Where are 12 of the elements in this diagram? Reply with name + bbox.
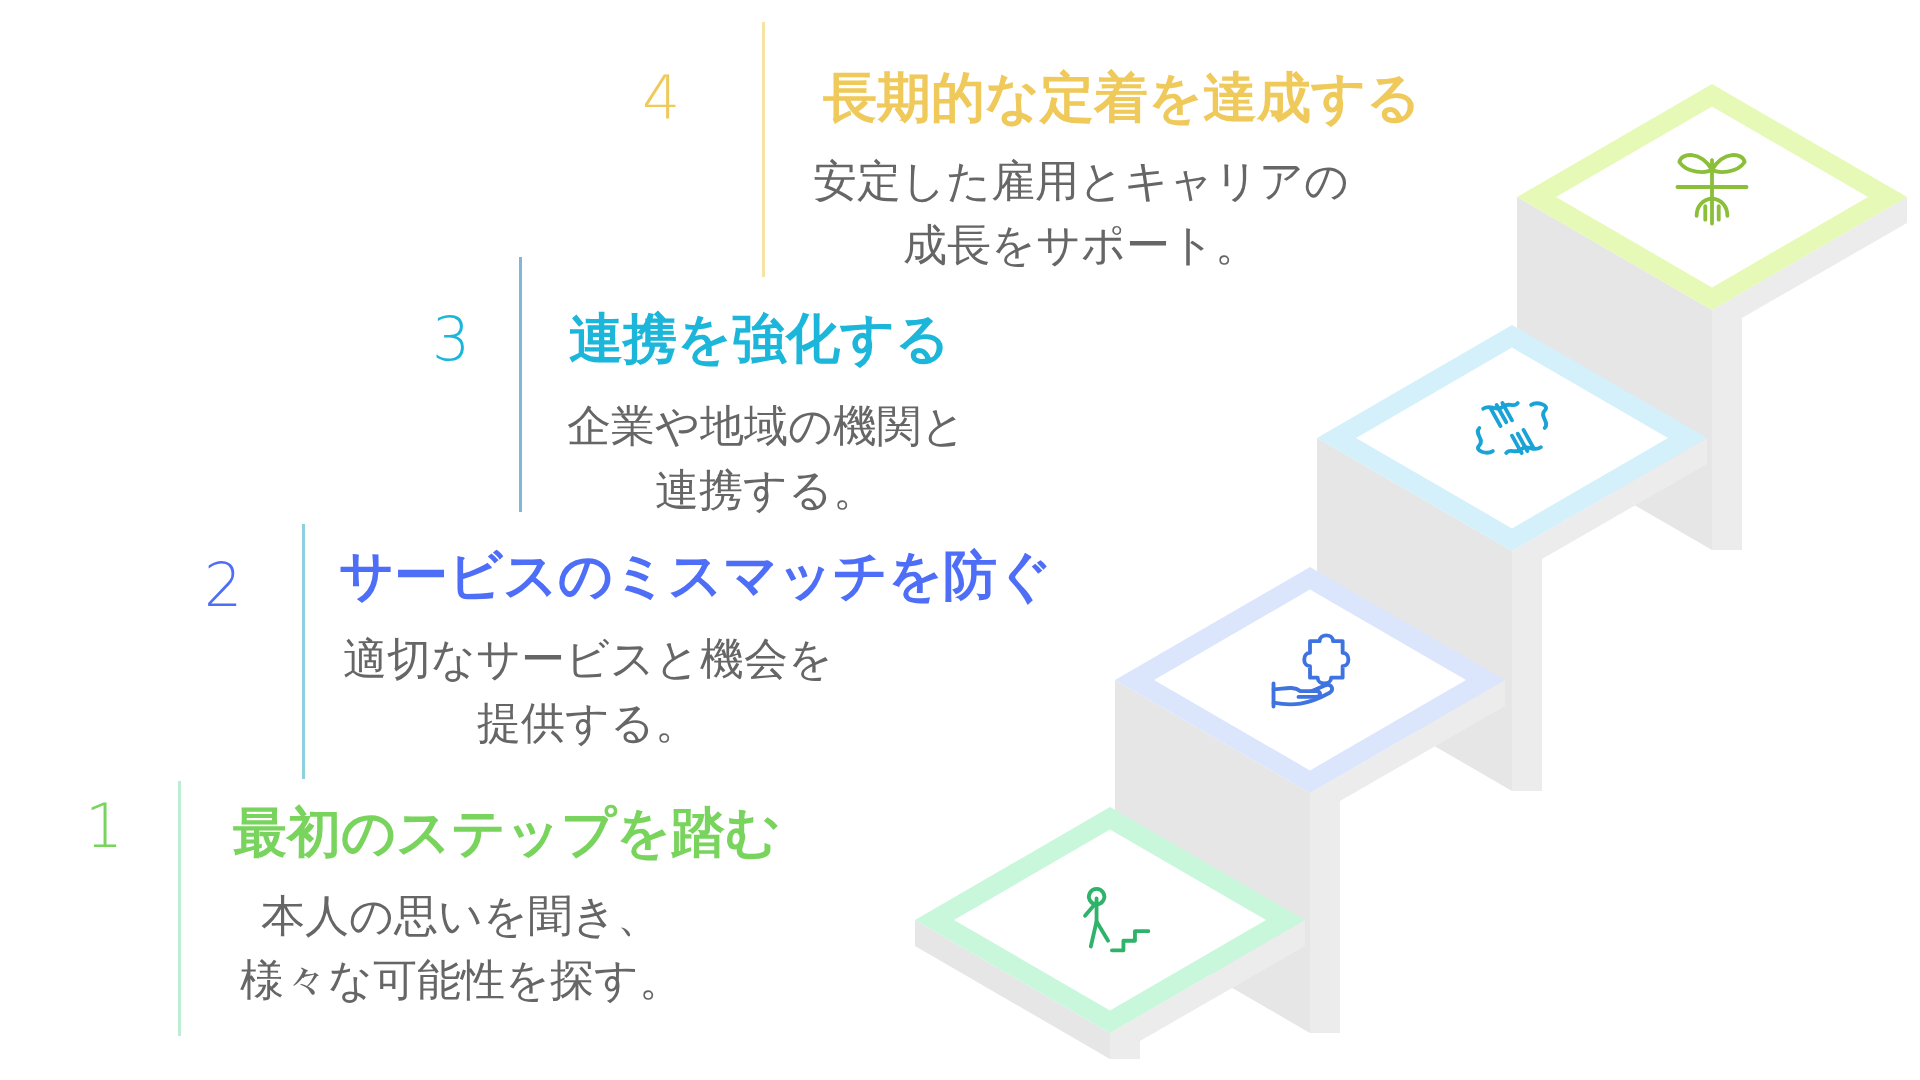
- step-description: 本人の思いを聞き、様々な可能性を探す。: [238, 889, 684, 1007]
- step-number: 4: [641, 68, 681, 128]
- step-title: サービスのミスマッチを防ぐ: [339, 549, 1052, 603]
- step-description: 安定した雇用とキャリアの成長をサポート。: [811, 154, 1350, 272]
- step-title: 最初のステップを踏む: [233, 806, 780, 860]
- step-title: 連携を強化する: [569, 312, 950, 366]
- step-title: 長期的な定着を達成する: [823, 71, 1421, 125]
- step-number: 3: [431, 309, 471, 369]
- step-number: 2: [203, 555, 243, 615]
- step-description: 企業や地域の機関と連携する。: [565, 399, 967, 517]
- step-number: 1: [84, 796, 124, 856]
- step-description: 適切なサービスと機会を提供する。: [342, 632, 834, 750]
